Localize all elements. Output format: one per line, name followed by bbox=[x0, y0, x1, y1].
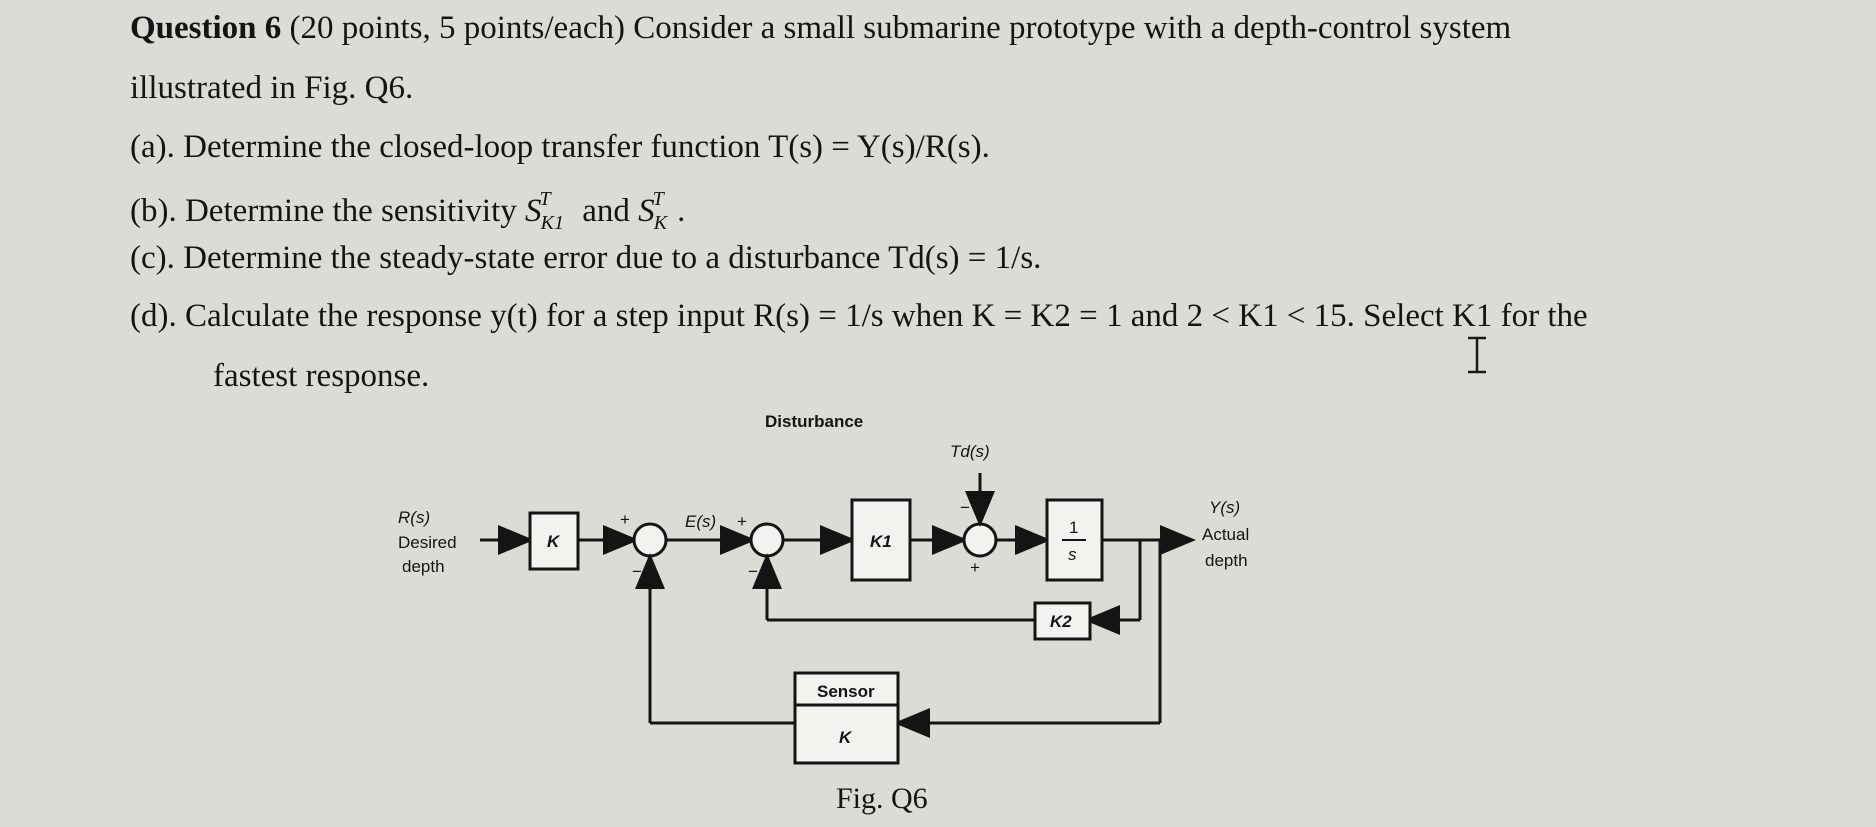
sensitivity-k-symbol: STK bbox=[638, 188, 668, 234]
input-symbol: R(s) bbox=[398, 508, 430, 527]
output-symbol: Y(s) bbox=[1209, 498, 1240, 517]
figure-caption: Fig. Q6 bbox=[836, 782, 928, 815]
output-desc-1: Actual bbox=[1202, 525, 1249, 544]
input-desc-1: Desired bbox=[398, 533, 457, 552]
part-c: (c). Determine the steady-state error du… bbox=[130, 240, 1042, 276]
question-header-line: Question 6 (20 points, 5 points/each) Co… bbox=[130, 8, 1511, 48]
sensitivity-k1-symbol: STK1 bbox=[525, 188, 564, 234]
part-b: (b). Determine the sensitivity STK1 and … bbox=[130, 188, 686, 234]
plus-sign-sum2-top: + bbox=[737, 512, 747, 531]
question-number: Question 6 bbox=[130, 10, 282, 46]
part-b-text: (b). Determine the sensitivity bbox=[130, 193, 517, 229]
sensor-label: Sensor bbox=[817, 682, 875, 701]
integrator-numerator: 1 bbox=[1069, 518, 1078, 537]
question-intro: (20 points, 5 points/each) Consider a sm… bbox=[281, 10, 1512, 46]
text-cursor-icon bbox=[1468, 336, 1486, 374]
summing-junction-2 bbox=[749, 522, 785, 558]
disturbance-symbol: Td(s) bbox=[950, 442, 990, 461]
block-diagram: Disturbance Td(s) R(s) Desired depth Y(s… bbox=[398, 412, 1249, 765]
minus-sign-sum3: − bbox=[960, 498, 970, 517]
minus-sign-sum1: − bbox=[632, 562, 642, 581]
summing-junction-3 bbox=[962, 522, 998, 558]
part-a: (a). Determine the closed-loop transfer … bbox=[130, 129, 990, 165]
plus-sign-sum1-top: + bbox=[620, 510, 630, 529]
integrator-denominator: s bbox=[1068, 545, 1077, 564]
sensor-block bbox=[793, 671, 900, 765]
gain-k1-block bbox=[850, 498, 912, 582]
gain-k1-label: K1 bbox=[870, 532, 892, 551]
disturbance-label: Disturbance bbox=[765, 412, 863, 431]
gain-k-label: K bbox=[547, 532, 561, 551]
plus-sign-sum3: + bbox=[970, 558, 980, 577]
input-desc-2: depth bbox=[402, 557, 445, 576]
gain-k2-label: K2 bbox=[1050, 612, 1072, 631]
part-b-and: and bbox=[582, 193, 630, 229]
output-desc-2: depth bbox=[1205, 551, 1248, 570]
question-intro-line2: illustrated in Fig. Q6. bbox=[130, 70, 414, 106]
error-symbol: E(s) bbox=[685, 512, 716, 531]
part-d-line1: (d). Calculate the response y(t) for a s… bbox=[130, 298, 1588, 334]
part-d-line2: fastest response. bbox=[213, 358, 430, 394]
summing-junction-1 bbox=[632, 522, 668, 558]
minus-sign-sum2: − bbox=[748, 562, 758, 581]
sensor-gain-label: K bbox=[839, 728, 853, 747]
